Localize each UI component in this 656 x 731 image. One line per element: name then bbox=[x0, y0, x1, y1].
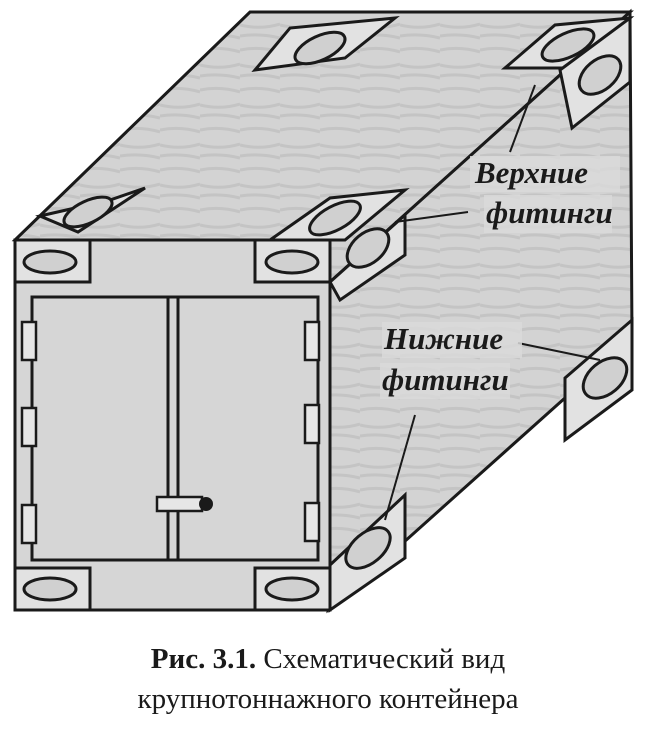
caption-text-line2: крупнотоннажного контейнера bbox=[137, 683, 519, 715]
door-hinges-left bbox=[20, 320, 38, 545]
side-bottom-rear-fitting bbox=[563, 316, 634, 443]
figure-caption-line2: крупнотоннажного контейнера bbox=[0, 680, 656, 718]
front-bottom-left-fitting bbox=[13, 566, 92, 612]
side-bottom-front-fitting bbox=[328, 491, 407, 613]
side-top-front-fitting bbox=[328, 211, 407, 303]
door-handle bbox=[155, 495, 213, 513]
front-bottom-right-fitting bbox=[253, 566, 332, 612]
label-bottom-fittings-line2: фитинги bbox=[382, 362, 509, 397]
top-front-left-corner-fitting bbox=[35, 186, 146, 234]
door-hinges-right bbox=[303, 320, 321, 543]
caption-text-line1: Схематический вид bbox=[263, 643, 506, 675]
container-front-face bbox=[13, 238, 332, 612]
leader-lines bbox=[384, 84, 601, 521]
top-front-right-corner-fitting bbox=[265, 187, 410, 242]
side-top-rear-fitting bbox=[558, 15, 632, 131]
front-top-right-fitting bbox=[253, 238, 332, 284]
label-top-fittings-line2: фитинги bbox=[486, 195, 613, 230]
front-top-left-fitting bbox=[13, 238, 92, 284]
figure-number: Рис. 3.1. bbox=[150, 643, 257, 675]
figure-caption-line1: Рис. 3.1. Схематический вид bbox=[0, 640, 656, 678]
label-top-fittings-line1: Верхние bbox=[474, 155, 588, 190]
top-rear-left-corner-fitting bbox=[251, 16, 400, 72]
label-bottom-fittings-line1: Нижние bbox=[383, 321, 503, 356]
